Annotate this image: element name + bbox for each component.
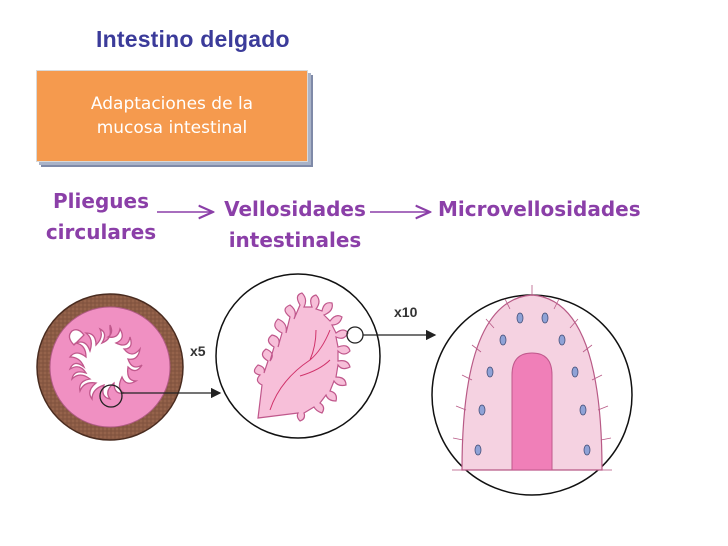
- label-pliegues-circulares: Pliegues circulares: [45, 189, 157, 244]
- villi-circle: [215, 273, 381, 439]
- topic-box: Adaptaciones de la mucosa intestinal: [36, 70, 308, 162]
- label-vellosidades-intestinales: Vellosidades intestinales: [224, 197, 366, 252]
- topic-box-text: Adaptaciones de la mucosa intestinal: [90, 94, 254, 138]
- magnification-x5: x5: [190, 343, 206, 359]
- intestine-cross-section: [36, 293, 184, 441]
- page-title: Intestino delgado: [96, 26, 290, 52]
- zoom-marker-small: [99, 384, 123, 408]
- magnification-x10: x10: [394, 304, 418, 320]
- label-microvellosidades: Microvellosidades: [438, 197, 641, 221]
- microvilli-circle: [431, 285, 633, 496]
